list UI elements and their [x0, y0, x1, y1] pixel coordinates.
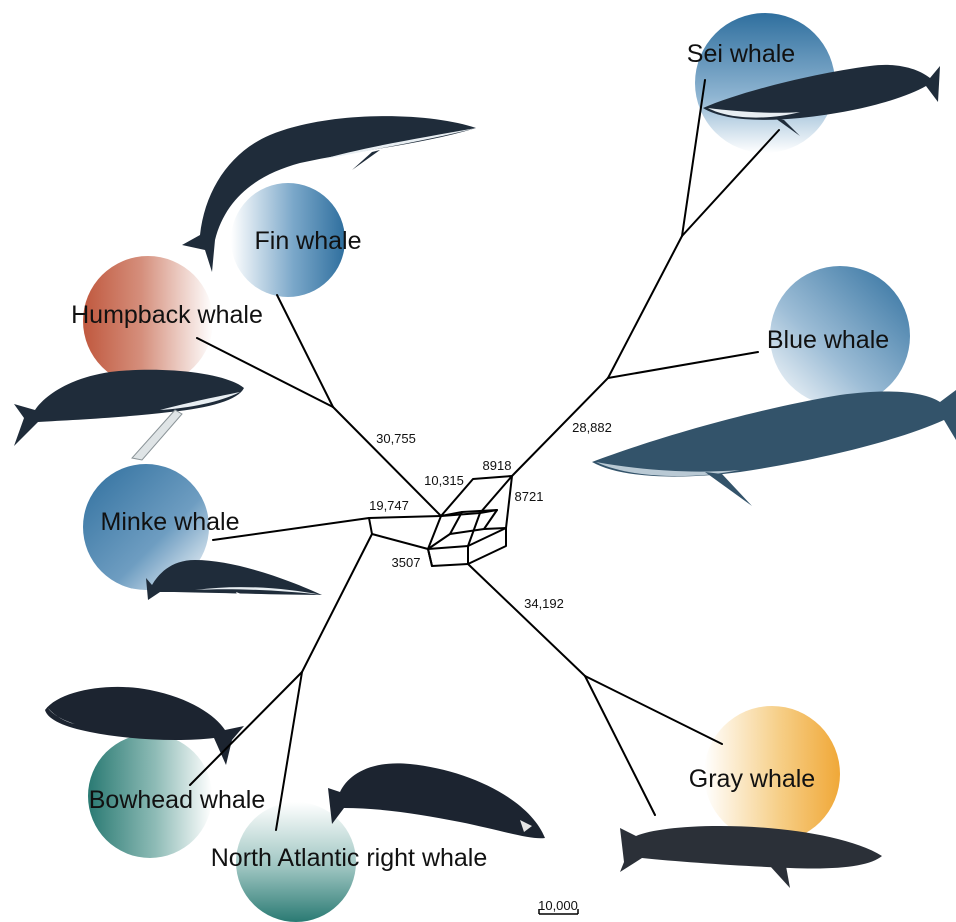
branch-length-blue-sei: 28,882: [572, 420, 612, 435]
humpback-whale-icon: [14, 370, 244, 460]
right-whale-icon: [328, 763, 545, 838]
branch-length-center-b: 8918: [483, 458, 512, 473]
minke-whale-icon: [146, 560, 322, 600]
branch-length-fin-humpback: 30,755: [376, 431, 416, 446]
branch-length-center-c: 8721: [515, 489, 544, 504]
label-sei-whale: Sei whale: [687, 40, 795, 68]
branch-length-gray: 34,192: [524, 596, 564, 611]
branch-length-minke-balaenid: 19,747: [369, 498, 409, 513]
scale-bar: 10,000: [538, 898, 578, 914]
label-blue-whale: Blue whale: [767, 326, 889, 354]
label-bowhead-whale: Bowhead whale: [89, 786, 266, 814]
label-humpback-whale: Humpback whale: [71, 301, 263, 329]
label-minke-whale: Minke whale: [101, 508, 240, 536]
gray-whale-icon: [620, 826, 882, 888]
scale-bar-label: 10,000: [538, 898, 578, 913]
blue-whale-icon: [592, 390, 956, 506]
label-gray-whale: Gray whale: [689, 765, 815, 793]
branch-length-center-d: 3507: [392, 555, 421, 570]
label-fin-whale: Fin whale: [255, 227, 362, 255]
branch-length-center-a: 10,315: [424, 473, 464, 488]
label-north-atlantic-right-whale: North Atlantic right whale: [211, 844, 488, 872]
